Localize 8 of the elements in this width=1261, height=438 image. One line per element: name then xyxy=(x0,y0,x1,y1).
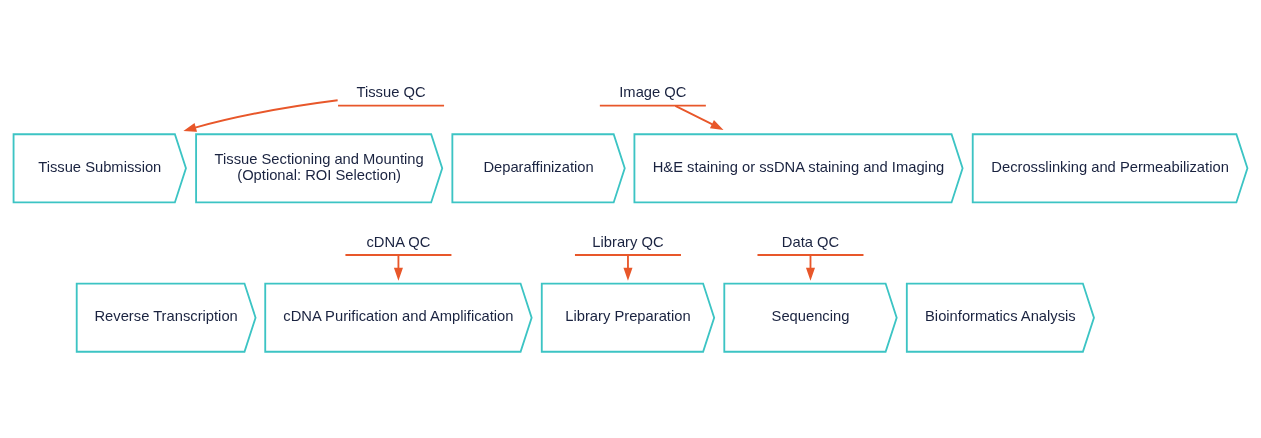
arrow xyxy=(623,253,633,281)
node-text: Image QC xyxy=(619,83,687,100)
node-text: Data QC xyxy=(781,233,840,250)
node-text: Library QC xyxy=(592,233,664,250)
node-text: cDNA QC xyxy=(366,233,431,250)
arrow xyxy=(674,104,724,130)
node-text: Tissue QC xyxy=(356,83,426,100)
arrow xyxy=(183,98,339,132)
